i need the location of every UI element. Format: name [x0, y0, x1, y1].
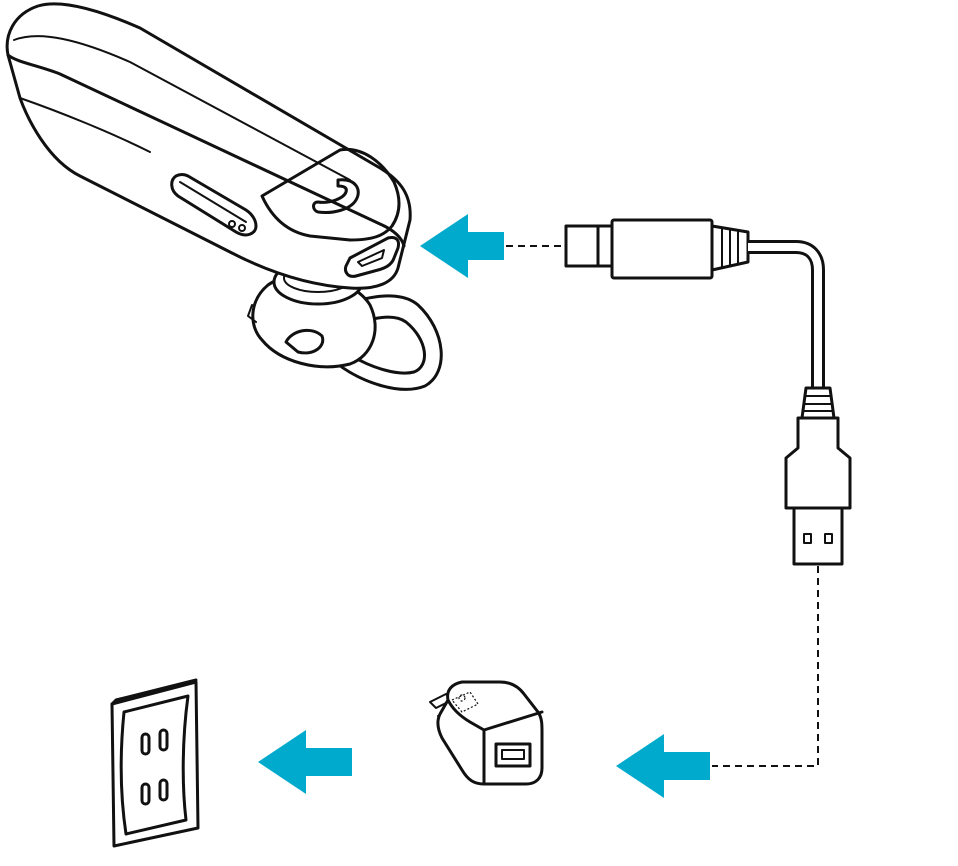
adapter-cube [436, 680, 544, 786]
guide-line-adapter [712, 566, 819, 767]
micro-usb-cable-icon [564, 218, 852, 566]
cable-wire [748, 240, 825, 388]
headset-body [5, 2, 412, 290]
micro-usb-tip [564, 224, 616, 268]
usb-a-plug [792, 506, 844, 566]
usb-power-adapter-icon [429, 680, 544, 786]
arrow-to-outlet [258, 730, 352, 794]
wall-outlet-icon [110, 678, 200, 848]
arrow-left-icon [420, 214, 504, 278]
arrow-left-icon [258, 730, 352, 794]
call-button-panel [260, 147, 401, 242]
arrow-to-adapter [616, 734, 710, 798]
arrow-to-headset [420, 214, 504, 278]
micro-usb-housing [610, 218, 714, 280]
bluetooth-headset-icon [5, 2, 443, 391]
arrow-left-icon [616, 734, 710, 798]
outlet-face [119, 694, 190, 836]
call-button-icon [312, 178, 360, 214]
usb-a-housing [784, 416, 852, 510]
